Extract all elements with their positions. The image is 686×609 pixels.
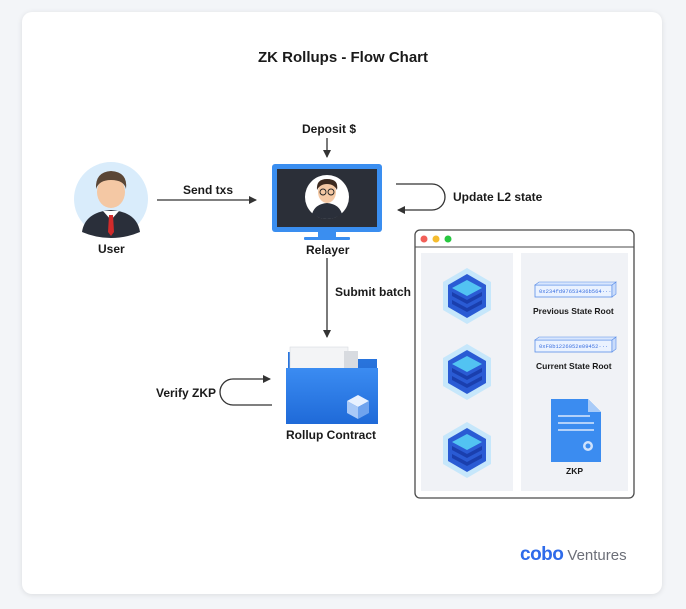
send-txs-label: Send txs	[183, 183, 233, 197]
zkp-label: ZKP	[566, 466, 583, 476]
update-l2-label: Update L2 state	[453, 190, 542, 204]
window-minimize-dot	[433, 236, 440, 243]
current-state-root-label: Current State Root	[536, 361, 612, 371]
rollup-contract-label: Rollup Contract	[286, 428, 376, 442]
update-l2-loop-arrow	[396, 184, 445, 210]
previous-state-root-label: Previous State Root	[533, 306, 614, 316]
window-maximize-dot	[445, 236, 452, 243]
folder-icon	[286, 347, 378, 424]
brand-logo: cobo Ventures	[520, 544, 627, 566]
brand-name: Ventures	[567, 547, 626, 564]
deposit-label: Deposit $	[302, 122, 356, 136]
relayer-monitor-icon	[272, 164, 382, 240]
user-label: User	[98, 242, 125, 256]
verify-zkp-loop-arrow	[220, 379, 272, 405]
current-hash-value: 0xF8b1226052e09452···	[539, 343, 608, 350]
relayer-label: Relayer	[306, 243, 349, 257]
user-avatar-icon	[74, 162, 148, 238]
window-close-dot	[421, 236, 428, 243]
previous-hash-value: 0x234fd97653436b564···	[539, 288, 612, 295]
document-icon	[551, 399, 601, 462]
brand-mark: cobo	[520, 544, 563, 566]
submit-batch-label: Submit batch	[335, 285, 411, 299]
verify-zkp-label: Verify ZKP	[156, 386, 216, 400]
